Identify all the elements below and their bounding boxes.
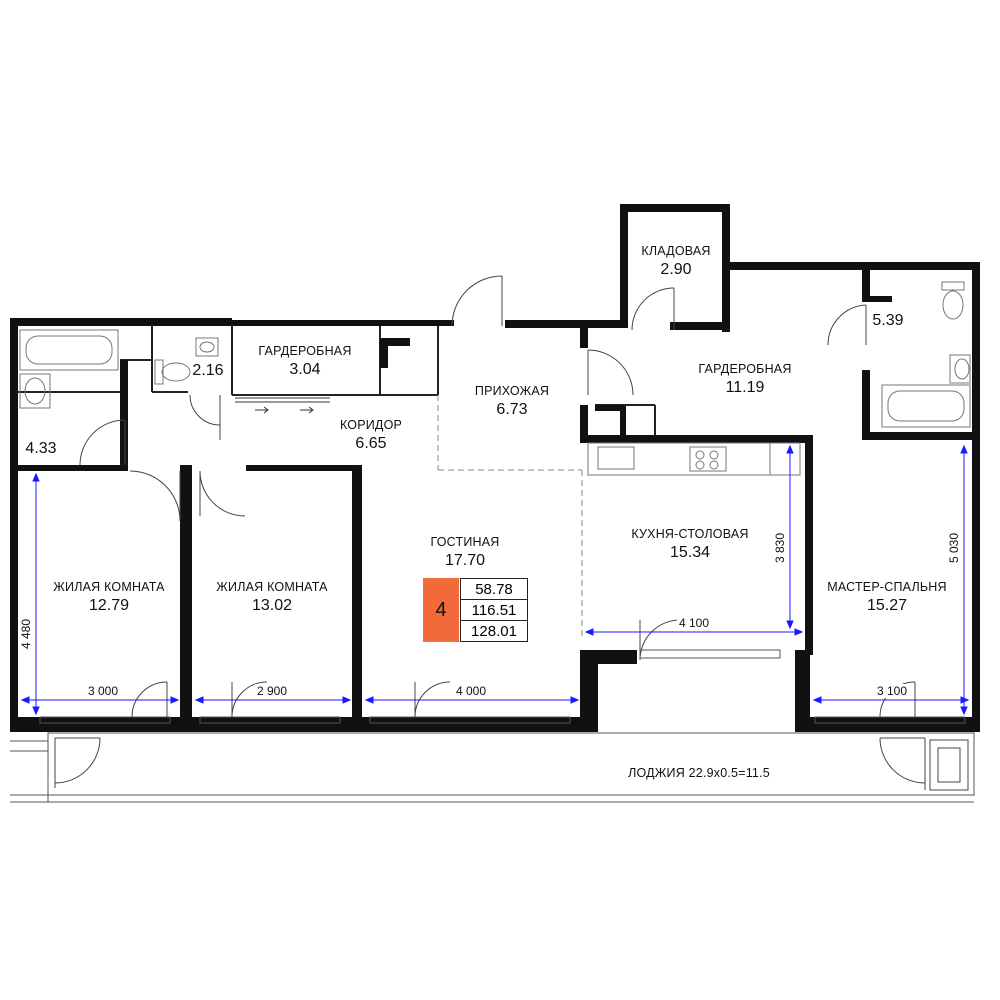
loggia-door-right — [879, 737, 969, 791]
total-with-loggia-cell: 128.01 — [460, 620, 528, 642]
room-name: КОРИДОР — [339, 418, 403, 432]
room-area: 17.70 — [444, 552, 486, 569]
loggia — [10, 732, 975, 803]
room-bedroom-2: ЖИЛАЯ КОМНАТА 13.02 — [216, 580, 327, 615]
room-corridor: КОРИДОР 6.65 — [340, 418, 402, 453]
room-area: 3.04 — [289, 361, 321, 378]
room-name: ГАРДЕРОБНАЯ — [258, 344, 352, 358]
loggia-door-left — [54, 737, 101, 788]
room-name: КУХНЯ-СТОЛОВАЯ — [631, 527, 749, 541]
dim-bedroom-2-width: 2 900 — [254, 684, 290, 698]
room-name: ЖИЛАЯ КОМНАТА — [216, 580, 328, 594]
dimension-lines — [20, 444, 970, 716]
loggia-label: ЛОДЖИЯ 22.9x0.5=11.5 — [628, 766, 770, 780]
room-area: 6.73 — [496, 401, 528, 418]
room-name: ГОСТИНАЯ — [430, 535, 500, 549]
dim-master-depth: 5 030 — [947, 530, 961, 566]
dim-kitchen-depth: 3 830 — [773, 530, 787, 566]
toilet-area: 2.16 — [192, 362, 224, 379]
door-swings — [79, 275, 916, 718]
living-area-cell: 58.78 — [460, 578, 528, 600]
room-name: ГАРДЕРОБНАЯ — [698, 362, 792, 376]
room-bedroom-1: ЖИЛАЯ КОМНАТА 12.79 — [53, 580, 164, 615]
open-boundaries — [437, 395, 583, 640]
dim-kitchen-width: 4 100 — [676, 616, 712, 630]
dim-living-width: 4 000 — [453, 684, 489, 698]
bathroom-left-area: 4.33 — [25, 440, 57, 457]
room-area: 12.79 — [88, 597, 130, 614]
room-master-bedroom: МАСТЕР-СПАЛЬНЯ 15.27 — [827, 580, 946, 615]
room-wardrobe-large: ГАРДЕРОБНАЯ 11.19 — [698, 362, 791, 397]
sliding-doors — [235, 397, 330, 414]
dim-master-width: 3 100 — [874, 684, 910, 698]
room-storage: КЛАДОВАЯ 2.90 — [641, 244, 710, 279]
master-bathroom-area: 5.39 — [872, 312, 904, 329]
kitchen-counter — [587, 442, 801, 476]
shaft-blocks — [120, 296, 892, 435]
bathtub-left — [19, 329, 119, 371]
room-area: 15.27 — [866, 597, 908, 614]
room-name: ПРИХОЖАЯ — [474, 384, 550, 398]
partitions — [18, 326, 656, 435]
room-living: ГОСТИНАЯ 17.70 — [430, 535, 499, 570]
room-name: ЖИЛАЯ КОМНАТА — [53, 580, 165, 594]
total-area-cell: 116.51 — [460, 599, 528, 621]
walls — [10, 204, 980, 732]
windows — [39, 649, 966, 724]
room-name: КЛАДОВАЯ — [641, 244, 711, 258]
dim-bedroom-1-depth: 4 480 — [19, 616, 33, 652]
room-area: 2.90 — [660, 261, 692, 278]
room-area: 15.34 — [669, 544, 711, 561]
area-summary: 4 58.78 116.51 128.01 — [423, 578, 528, 642]
room-hallway: ПРИХОЖАЯ 6.73 — [475, 384, 549, 419]
room-name: МАСТЕР-СПАЛЬНЯ — [827, 580, 947, 594]
room-area: 13.02 — [251, 597, 293, 614]
room-kitchen: КУХНЯ-СТОЛОВАЯ 15.34 — [631, 527, 748, 562]
room-wardrobe-small: ГАРДЕРОБНАЯ 3.04 — [258, 344, 351, 379]
room-area: 11.19 — [725, 379, 765, 396]
room-count-badge: 4 — [423, 578, 459, 642]
toilet-small — [154, 337, 219, 385]
sink-left — [19, 373, 51, 409]
master-bath-fixtures — [881, 281, 971, 428]
dim-bedroom-1-width: 3 000 — [85, 684, 121, 698]
room-area: 6.65 — [355, 435, 387, 452]
